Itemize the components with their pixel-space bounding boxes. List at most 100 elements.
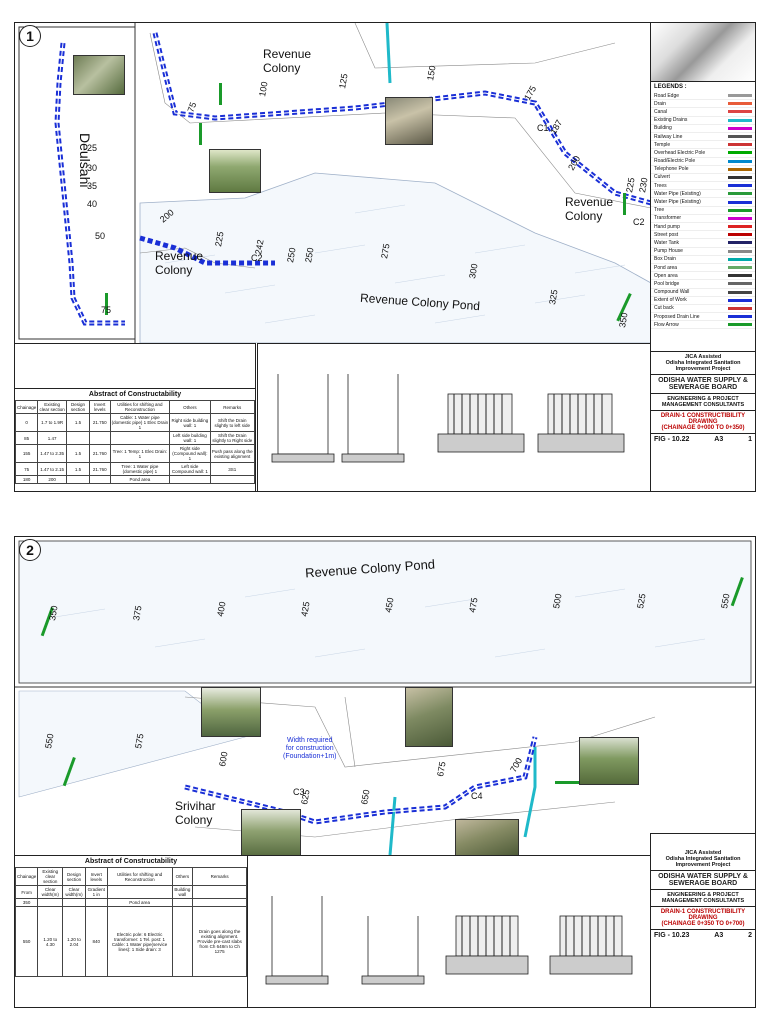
legend-symbol bbox=[728, 167, 752, 171]
drawing-sheet-2: 2 bbox=[14, 536, 756, 1008]
chainage-label: 550 bbox=[43, 733, 55, 750]
legend-item: Open area bbox=[651, 272, 755, 281]
legend-item: Tree bbox=[651, 207, 755, 215]
chainage-label: 325 bbox=[547, 289, 559, 306]
drawing-title: DRAIN-1 CONSTRUCTIBILITY DRAWING bbox=[660, 413, 746, 426]
legend-item: Temple bbox=[651, 141, 755, 150]
chainage-label: 225 bbox=[624, 177, 636, 194]
chainage-label: 230 bbox=[637, 177, 649, 194]
col-header: Design section bbox=[65, 400, 90, 414]
key-map bbox=[651, 23, 755, 82]
legend-item: Compound Wall bbox=[651, 289, 755, 297]
legend-item: Existing Drains bbox=[651, 117, 755, 125]
legend-symbol bbox=[728, 126, 752, 130]
chainage-label: 75 bbox=[101, 305, 111, 315]
chainage-label: 242 bbox=[253, 239, 265, 256]
legend-symbol bbox=[728, 249, 752, 253]
chainage-label: 475 bbox=[467, 597, 479, 614]
abstract-of-constructability: Abstract of Constructability Chainage Ex… bbox=[15, 343, 256, 491]
callout-label: C2 bbox=[633, 217, 645, 227]
legend-symbol bbox=[728, 315, 752, 319]
site-photo bbox=[73, 55, 125, 95]
legend-symbol bbox=[728, 102, 752, 106]
legend-item: Transformer bbox=[651, 215, 755, 223]
site-photo bbox=[209, 149, 261, 193]
legend-symbol bbox=[728, 143, 752, 147]
chainage-label: 525 bbox=[635, 593, 647, 610]
canal bbox=[385, 23, 392, 84]
col-header: Remarks bbox=[192, 867, 247, 886]
legend-label: Temple bbox=[654, 141, 671, 148]
section-outline bbox=[347, 374, 399, 455]
legend-symbol bbox=[728, 151, 752, 155]
legend-symbol bbox=[728, 298, 752, 302]
drain-centerline bbox=[56, 32, 651, 324]
legend-label: Extent of Work bbox=[654, 297, 687, 304]
chainage-label: 300 bbox=[467, 263, 479, 280]
chainage-label: 675 bbox=[435, 761, 447, 778]
paper-size: A3 bbox=[714, 436, 724, 444]
cross-section-drawings bbox=[247, 855, 652, 1007]
section-outline bbox=[367, 916, 419, 977]
legend-symbol bbox=[728, 159, 752, 163]
legend-symbol bbox=[728, 225, 752, 229]
chainage-label: 25 bbox=[87, 143, 97, 153]
plan-map-sheet-1: 25 30 35 40 50 75 75 100 125 150 175 187… bbox=[18, 23, 651, 343]
section-outline bbox=[271, 896, 323, 977]
callout-labels: C1 C2 C2 bbox=[251, 123, 645, 263]
legend-label: Road Edge bbox=[654, 92, 680, 99]
abstract-title: Abstract of Constructability bbox=[88, 391, 182, 398]
legend-item: Water Pipe (Existing) bbox=[651, 190, 755, 199]
legend-item: Road Edge bbox=[651, 92, 755, 101]
legend-label: Railway Line bbox=[654, 133, 683, 140]
legend-label: Culvert bbox=[654, 174, 670, 181]
drawing-title: DRAIN-1 CONSTRUCTIBILITY DRAWING bbox=[660, 909, 746, 921]
legend-item: Drain bbox=[651, 100, 755, 109]
chainage-label: 250 bbox=[303, 247, 315, 264]
callout-label: C2 bbox=[251, 253, 263, 263]
legend-label: Canal bbox=[654, 108, 668, 115]
site-photo bbox=[201, 687, 261, 737]
chainage-label: 350 bbox=[617, 312, 629, 329]
site-photo bbox=[455, 819, 519, 857]
legend-item: Pump House bbox=[651, 248, 755, 256]
legend-item: Telephone Pole bbox=[651, 166, 755, 174]
callout-label: C3 bbox=[293, 787, 305, 797]
legend-label: Pump House bbox=[654, 248, 683, 255]
area-label: Revenue Colony bbox=[155, 249, 204, 277]
sheet-no: 2 bbox=[748, 932, 752, 939]
col-header: Others bbox=[169, 400, 211, 414]
col-header: Chainage bbox=[15, 400, 39, 414]
legend-label: Tree bbox=[654, 207, 665, 214]
legend-label: Street post bbox=[654, 231, 679, 238]
col-header: Others bbox=[171, 867, 194, 886]
legend-label: Flow Arrow bbox=[654, 321, 679, 328]
legend-item: Extent of Work bbox=[651, 297, 755, 305]
pond-hatching bbox=[164, 204, 626, 324]
figure-number: FIG - 10.23 bbox=[654, 932, 690, 939]
section-outline bbox=[547, 393, 613, 435]
col-header: Existing clear section bbox=[37, 400, 67, 414]
legend-label: Water Pipe (Existing) bbox=[654, 199, 701, 206]
legend-item: Street post bbox=[651, 231, 755, 240]
chainage-label: 575 bbox=[133, 733, 145, 750]
legend-label: Proposed Drain Line bbox=[654, 313, 700, 320]
legend-symbol bbox=[728, 135, 752, 139]
legend-symbol bbox=[728, 192, 752, 196]
legend-label: Existing Drains bbox=[654, 117, 688, 124]
callout-label: C4 bbox=[471, 791, 483, 801]
abstract-of-constructability: Abstract of Constructability Chainage Ex… bbox=[15, 855, 248, 1007]
board-name: ODISHA WATER SUPPLY & SEWERAGE BOARD bbox=[658, 873, 748, 887]
chainage-label: 650 bbox=[359, 789, 371, 806]
legend-label: Water Pipe (Existing) bbox=[654, 190, 701, 197]
drawing-chainage: (CHAINAGE 0+350 TO 0+700) bbox=[661, 921, 745, 927]
project-name: Odisha Integrated Sanitation Improvement… bbox=[665, 856, 741, 868]
legend-symbol bbox=[728, 323, 752, 327]
legend-symbol bbox=[728, 200, 752, 204]
legend-symbol bbox=[728, 306, 752, 310]
project-org: JICA Assisted bbox=[684, 850, 722, 856]
chainage-label: 425 bbox=[299, 601, 311, 618]
legend-symbol bbox=[728, 208, 752, 212]
